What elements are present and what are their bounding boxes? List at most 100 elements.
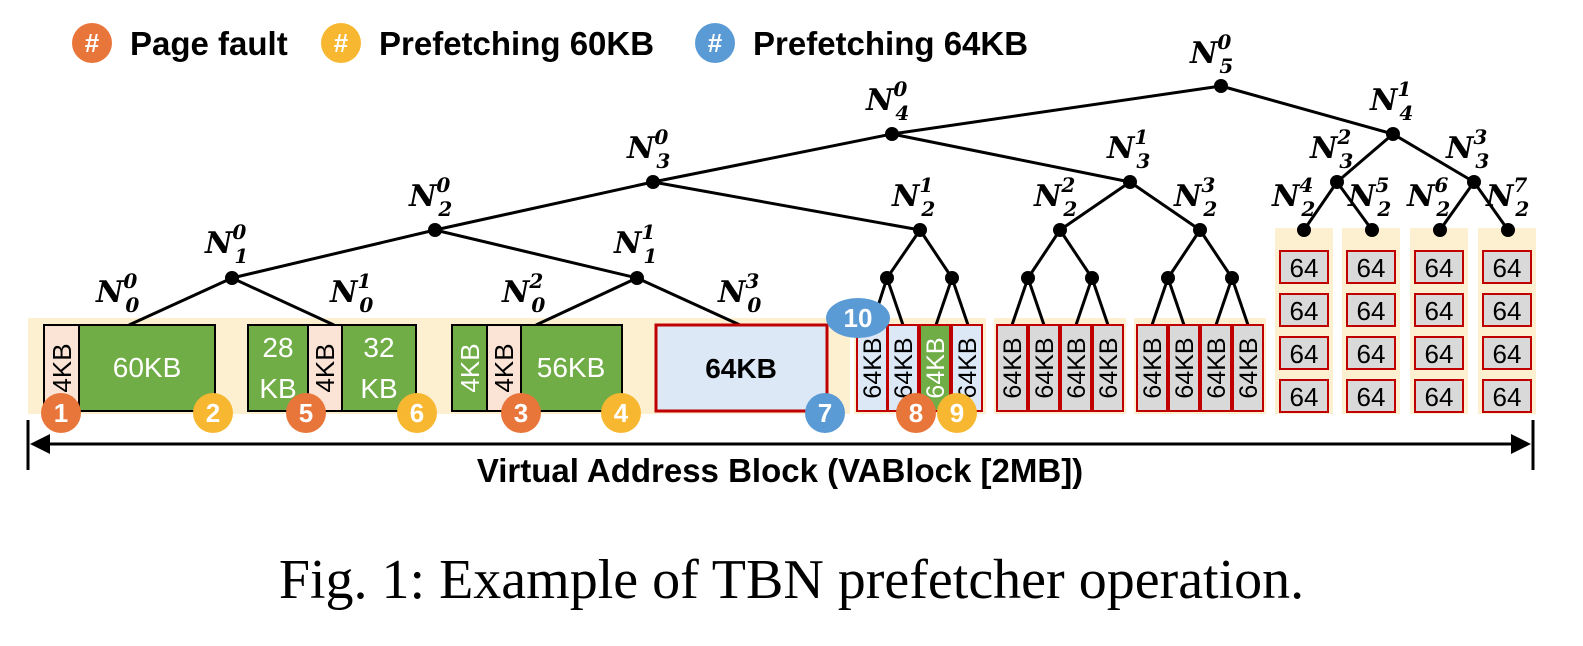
tree-node-dot xyxy=(1193,223,1207,237)
grid-cell xyxy=(1279,379,1329,413)
tree-node-dot xyxy=(1467,175,1481,189)
grid-cell-label: 64 xyxy=(1425,296,1454,326)
legend-label: Prefetching 64KB xyxy=(753,25,1028,62)
tree-edge xyxy=(1090,277,1110,326)
block-label: 64KB xyxy=(705,353,777,384)
strip-cell xyxy=(1232,324,1264,412)
tree-edge xyxy=(1230,277,1250,326)
grid-cell xyxy=(1414,336,1464,370)
strip-cell-label: 64KB xyxy=(1203,337,1231,398)
strip-cell-label: 64KB xyxy=(890,337,918,398)
prefetch-60kb-badge-icon xyxy=(321,23,361,63)
step-badge-circle xyxy=(805,393,845,433)
prefetch-64kb-badge-icon xyxy=(695,23,735,63)
strip-group-n2-1: 64KB 64KB 64KB 64KB xyxy=(856,324,983,412)
tree-node-dot xyxy=(630,271,644,285)
tree-edge xyxy=(1335,181,1374,231)
step-badge-prefetch-60: 4 xyxy=(601,393,641,433)
step-badge-circle xyxy=(41,393,81,433)
strip-cell-label: 64KB xyxy=(1063,337,1091,398)
strip-cell-label: 64KB xyxy=(999,337,1027,398)
tree-edge xyxy=(128,276,233,327)
tree-node-dot xyxy=(646,175,660,189)
strip-cell-label: 64KB xyxy=(1031,337,1059,398)
grid-cell xyxy=(1414,293,1464,327)
strip-cell xyxy=(996,324,1028,412)
block-label: 4KB xyxy=(455,343,485,392)
legend: # Page fault # Prefetching 60KB # Prefet… xyxy=(72,23,1028,63)
tree-node-dot xyxy=(1297,223,1311,237)
tree-edges xyxy=(128,84,1510,327)
tree-edge xyxy=(1336,132,1394,184)
grid-cell-label: 64 xyxy=(1493,253,1522,283)
grid-cell-label: 64 xyxy=(1425,339,1454,369)
legend-label: Page fault xyxy=(130,25,288,62)
grid-cell xyxy=(1346,250,1396,284)
step-badge-circle xyxy=(937,393,977,433)
grid-cell-label: 64 xyxy=(1357,253,1386,283)
legend-item-page-fault: # Page fault xyxy=(72,23,288,63)
strip-cell xyxy=(1168,324,1200,412)
address-span-label: Virtual Address Block (VABlock [2MB]) xyxy=(477,452,1083,489)
grid-cell xyxy=(1279,293,1329,327)
step-badge-circle xyxy=(896,393,936,433)
tree-node-dot xyxy=(428,223,442,237)
strip-cell-label: 64KB xyxy=(1171,337,1199,398)
block-group-3: 4KB 4KB 56KB xyxy=(451,324,623,412)
strip-cell-label: 64KB xyxy=(1139,337,1167,398)
block-label: 56KB xyxy=(537,352,606,383)
block-32kb xyxy=(341,324,417,412)
page-fault-badge-icon xyxy=(72,23,112,63)
block-group-1: 4KB 60KB xyxy=(43,324,216,412)
grid-column: 64 64 64 64 xyxy=(1279,250,1329,413)
tree-edge xyxy=(434,228,638,280)
figure-caption: Fig. 1: Example of TBN prefetcher operat… xyxy=(278,549,1305,611)
tree-node-dot xyxy=(1225,271,1239,285)
tree-edge xyxy=(1058,229,1094,279)
step-badge-circle xyxy=(397,393,437,433)
tree-node-dot xyxy=(1501,223,1515,237)
grid-cell xyxy=(1482,379,1532,413)
legend-item-prefetch-60kb: # Prefetching 60KB xyxy=(321,23,654,63)
tree-edge xyxy=(1302,181,1339,231)
step-badge-prefetch-64: 10 xyxy=(826,298,890,338)
tree-edge xyxy=(231,276,335,327)
grid-cell-label: 64 xyxy=(1357,339,1386,369)
tree-node-dot xyxy=(945,271,959,285)
strip-cell xyxy=(1060,324,1092,412)
grid-cell-label: 64 xyxy=(1493,382,1522,412)
tree-edge xyxy=(535,276,638,327)
grid-cell-label: 64 xyxy=(1290,253,1319,283)
tree-node-dot xyxy=(1085,271,1099,285)
tree-edge xyxy=(231,228,436,280)
strip-cell xyxy=(1200,324,1232,412)
grid-cell xyxy=(1346,336,1396,370)
step-number: 10 xyxy=(844,303,873,333)
arrow-right-icon xyxy=(1511,434,1531,454)
tree-edge xyxy=(1074,277,1094,326)
step-badge-circle xyxy=(601,393,641,433)
step-badge-circle xyxy=(193,393,233,433)
grid-cell-label: 64 xyxy=(1425,382,1454,412)
grid-cell-label: 64 xyxy=(1290,339,1319,369)
step-number: 4 xyxy=(614,398,629,428)
block-label: 4KB xyxy=(310,343,340,392)
legend-badge-symbol: # xyxy=(334,28,349,58)
strip-cell-label: 64KB xyxy=(1095,337,1123,398)
grid-cell-label: 64 xyxy=(1493,296,1522,326)
block-4kb-green xyxy=(451,324,488,412)
